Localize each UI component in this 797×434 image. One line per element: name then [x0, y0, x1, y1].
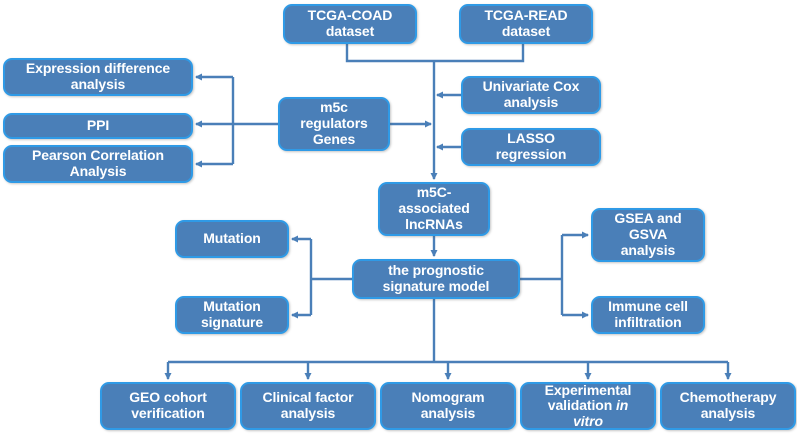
edge-tcga-read-to-junction [434, 44, 525, 63]
node-ppi[interactable]: PPI [3, 113, 193, 139]
edge-tcga-coad-to-junction [345, 44, 434, 63]
node-label: Mutation [203, 230, 261, 247]
node-label: PPI [86, 117, 110, 134]
node-mutation[interactable]: Mutation [175, 220, 289, 258]
